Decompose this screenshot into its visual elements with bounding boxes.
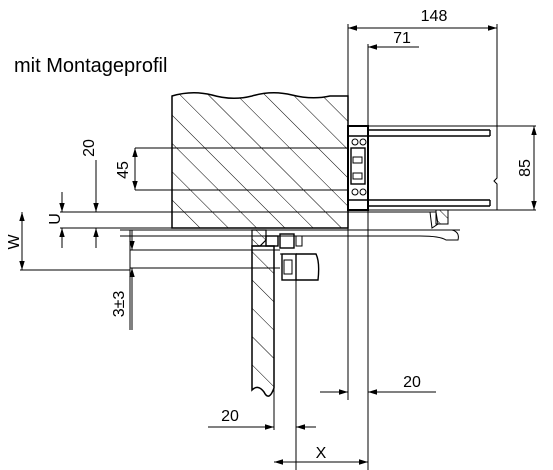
pivot-hardware [251,229,320,281]
door-leaf [251,245,297,470]
dim-20-top-label: 20 [81,139,98,157]
extension-lines [20,24,536,470]
dim-x-label: X [316,445,327,462]
dim-71-label: 71 [393,30,411,47]
drawing-title: mit Montageprofil [14,55,167,77]
dim-20-bottom-label: 20 [221,408,239,425]
dim-3pm3-label: 3±3 [111,291,128,318]
dim-85-label: 85 [517,159,534,177]
dim-20-right-label: 20 [403,374,421,391]
wall-section [171,92,349,229]
dim-45-label: 45 [115,161,132,179]
dim-148-label: 148 [421,8,448,25]
dimension-lines [19,25,537,465]
dim-w-label: W [6,234,23,250]
mounting-profile [347,125,498,211]
dim-u-label: U [47,213,64,225]
